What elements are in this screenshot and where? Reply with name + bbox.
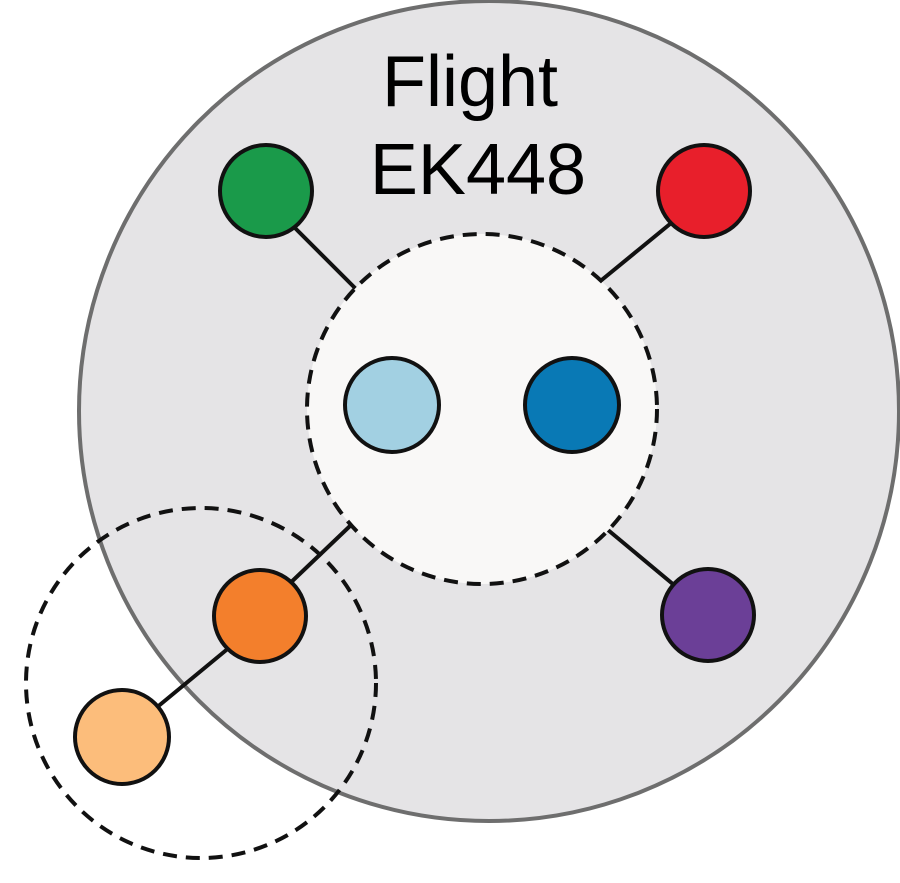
- connector-purple: [606, 528, 682, 592]
- connector-red: [596, 222, 672, 285]
- node-green: [218, 143, 314, 239]
- central-group-circle: [305, 232, 659, 586]
- node-orange: [212, 568, 308, 664]
- node-dark-blue: [523, 356, 621, 454]
- connector-green: [291, 224, 358, 291]
- node-red: [656, 143, 752, 239]
- node-light-orange: [73, 688, 171, 786]
- title-line-2: EK448: [370, 130, 586, 210]
- connector-orange: [283, 524, 352, 590]
- connector-orange-lightorange: [148, 640, 238, 715]
- node-purple: [660, 567, 756, 663]
- title-line-1: Flight: [382, 42, 558, 122]
- node-light-blue: [343, 356, 441, 454]
- subgroup-circle: [24, 506, 378, 860]
